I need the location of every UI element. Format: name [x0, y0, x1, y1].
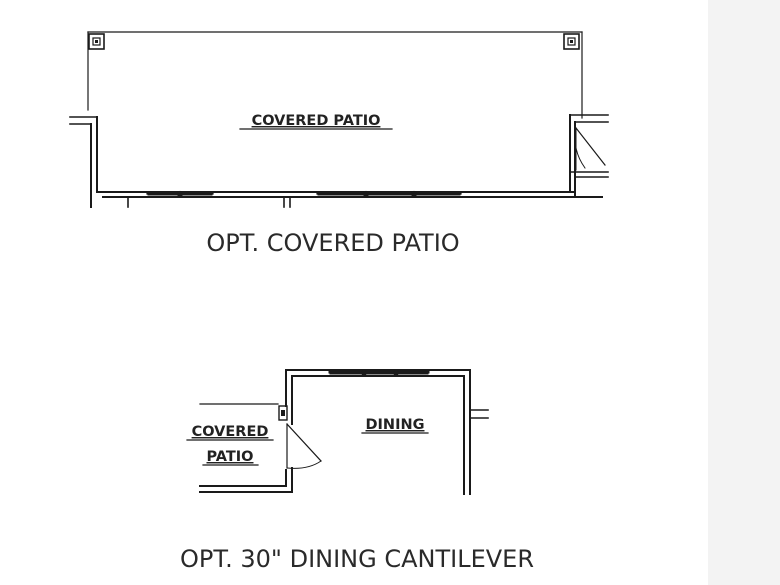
column-left-icon — [88, 33, 105, 50]
sliding-door-1 — [146, 190, 214, 198]
dining-covered-patio-label-line2: PATIO — [206, 449, 253, 465]
dining-cantilever-plan: COVERED PATIO DINING — [186, 369, 489, 495]
dining-window — [328, 370, 430, 376]
sliding-door-2 — [316, 190, 462, 198]
dining-covered-patio-label-line1: COVERED — [192, 424, 269, 440]
covered-patio-caption: OPT. COVERED PATIO — [206, 229, 459, 257]
dining-walls — [285, 369, 489, 495]
floor-plan-drawing: COVERED PATIO OPT. COVERED PATIO — [69, 31, 609, 573]
dining-cantilever-caption: OPT. 30" DINING CANTILEVER — [180, 545, 534, 573]
column-right-icon — [563, 33, 580, 50]
viewer-side-panel — [708, 0, 780, 585]
dining-column-icon — [278, 405, 288, 421]
dining-swing-door-icon — [286, 423, 322, 469]
patio-left-wall — [69, 116, 98, 208]
covered-patio-room-label: COVERED PATIO — [252, 113, 381, 129]
patio-swing-door-icon — [574, 127, 606, 171]
floor-plan-sheet: COVERED PATIO OPT. COVERED PATIO — [69, 31, 609, 573]
covered-patio-plan: COVERED PATIO — [69, 31, 609, 208]
dining-room-label: DINING — [366, 417, 425, 433]
